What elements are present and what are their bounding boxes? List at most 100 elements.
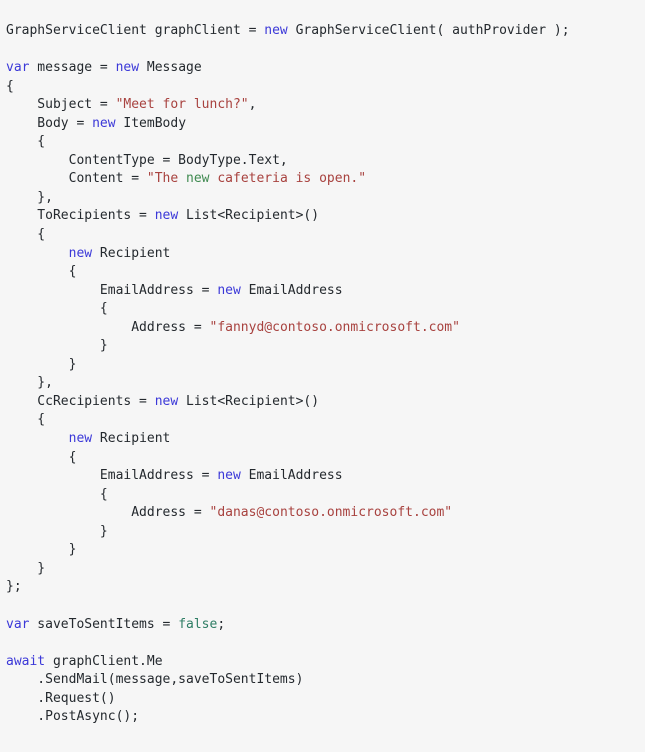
code-token: Message bbox=[139, 60, 202, 76]
code-token: } bbox=[6, 560, 46, 576]
code-line: .SendMail(message,saveToSentItems) bbox=[6, 671, 645, 690]
code-line: } bbox=[6, 560, 645, 579]
code-token: Body = bbox=[6, 115, 93, 131]
code-line: Address = "danas@contoso.onmicrosoft.com… bbox=[6, 504, 645, 523]
code-line: { bbox=[6, 300, 645, 319]
code-line: { bbox=[6, 226, 645, 245]
code-line: var saveToSentItems = false; bbox=[6, 616, 645, 635]
code-line: await graphClient.Me bbox=[6, 653, 645, 672]
code-line: }, bbox=[6, 374, 645, 393]
code-token: new bbox=[68, 431, 93, 447]
code-token: "danas@contoso.onmicrosoft.com" bbox=[209, 505, 453, 521]
code-token: { bbox=[6, 301, 108, 317]
code-line: Body = new ItemBody bbox=[6, 115, 645, 134]
code-line: EmailAddress = new EmailAddress bbox=[6, 467, 645, 486]
code-line: }, bbox=[6, 189, 645, 208]
code-token: EmailAddress bbox=[240, 282, 343, 298]
code-token: { bbox=[6, 134, 46, 150]
code-line: Subject = "Meet for lunch?", bbox=[6, 96, 645, 115]
code-line: GraphServiceClient graphClient = new Gra… bbox=[6, 22, 645, 41]
code-token: graphClient.Me bbox=[45, 653, 163, 669]
code-token: new bbox=[264, 23, 288, 38]
code-token: .PostAsync(); bbox=[6, 709, 140, 725]
code-token: } bbox=[6, 338, 108, 354]
code-token: .Request() bbox=[6, 690, 116, 706]
code-token: new bbox=[186, 171, 210, 187]
code-token: message = bbox=[29, 60, 116, 76]
code-token: saveToSentItems = bbox=[29, 616, 179, 632]
code-line: { bbox=[6, 133, 645, 152]
code-line: ToRecipients = new List<Recipient>() bbox=[6, 207, 645, 226]
code-line: Content = "The new cafeteria is open." bbox=[6, 170, 645, 189]
code-token: new bbox=[154, 393, 179, 409]
code-token: } bbox=[6, 356, 77, 372]
code-token: Content = bbox=[6, 171, 147, 187]
code-token: false bbox=[178, 616, 218, 632]
code-line: EmailAddress = new EmailAddress bbox=[6, 282, 645, 301]
code-snippet: GraphServiceClient graphClient = new Gra… bbox=[6, 22, 645, 727]
code-line bbox=[6, 597, 645, 616]
code-token: { bbox=[6, 412, 46, 428]
code-line: { bbox=[6, 449, 645, 468]
code-token: new bbox=[115, 60, 140, 76]
code-token: "Meet for lunch?" bbox=[115, 97, 249, 113]
code-token bbox=[6, 431, 69, 446]
code-token: } bbox=[6, 523, 108, 539]
code-line: Address = "fannyd@contoso.onmicrosoft.co… bbox=[6, 319, 645, 338]
code-token: EmailAddress bbox=[240, 468, 343, 484]
code-line: var message = new Message bbox=[6, 59, 645, 78]
code-line: .PostAsync(); bbox=[6, 708, 645, 727]
code-token: new bbox=[217, 468, 241, 484]
code-line bbox=[6, 41, 645, 60]
code-token: }, bbox=[6, 375, 53, 391]
code-token: Address = bbox=[6, 319, 210, 335]
code-token: ItemBody bbox=[115, 115, 187, 131]
code-line: CcRecipients = new List<Recipient>() bbox=[6, 393, 645, 412]
code-line: { bbox=[6, 486, 645, 505]
code-line bbox=[6, 634, 645, 653]
code-token: List<Recipient>() bbox=[178, 393, 320, 409]
code-token: ContentType = BodyType.Text, bbox=[6, 152, 288, 168]
code-line: } bbox=[6, 337, 645, 356]
code-line: new Recipient bbox=[6, 430, 645, 449]
code-token: Address = bbox=[6, 505, 210, 521]
code-token: } bbox=[6, 542, 77, 558]
code-token: new bbox=[154, 208, 179, 224]
code-token: new bbox=[68, 245, 93, 261]
code-token: await bbox=[6, 653, 46, 669]
code-token: { bbox=[6, 227, 46, 243]
code-token: "fannyd@contoso.onmicrosoft.com" bbox=[209, 319, 460, 335]
code-token: CcRecipients = bbox=[6, 393, 155, 409]
code-token: "The bbox=[146, 171, 187, 187]
code-token: }; bbox=[6, 579, 22, 595]
code-token: GraphServiceClient graphClient = bbox=[6, 23, 265, 38]
code-token: { bbox=[6, 486, 108, 502]
code-token: }, bbox=[6, 189, 53, 205]
code-line: { bbox=[6, 263, 645, 282]
code-line: } bbox=[6, 356, 645, 375]
code-line: }; bbox=[6, 578, 645, 597]
code-token: ; bbox=[217, 616, 226, 632]
code-line: new Recipient bbox=[6, 245, 645, 264]
code-token: Subject = bbox=[6, 97, 116, 113]
code-token: EmailAddress = bbox=[6, 282, 218, 298]
code-token: GraphServiceClient( authProvider ); bbox=[287, 23, 570, 38]
code-token: , bbox=[248, 97, 257, 113]
code-line: } bbox=[6, 541, 645, 560]
code-token: List<Recipient>() bbox=[178, 208, 320, 224]
code-line: { bbox=[6, 78, 645, 97]
code-token: Recipient bbox=[92, 245, 171, 261]
code-token: { bbox=[6, 449, 77, 465]
code-token: ToRecipients = bbox=[6, 208, 155, 224]
code-token bbox=[6, 246, 69, 261]
code-token: new bbox=[92, 115, 116, 131]
code-token: { bbox=[6, 78, 14, 94]
code-line: .Request() bbox=[6, 690, 645, 709]
code-line: ContentType = BodyType.Text, bbox=[6, 152, 645, 171]
code-line: } bbox=[6, 523, 645, 542]
code-token: EmailAddress = bbox=[6, 468, 218, 484]
code-token: .SendMail(message,saveToSentItems) bbox=[6, 672, 304, 688]
code-token: var bbox=[6, 60, 30, 76]
code-token: Recipient bbox=[92, 431, 171, 447]
code-line: { bbox=[6, 411, 645, 430]
